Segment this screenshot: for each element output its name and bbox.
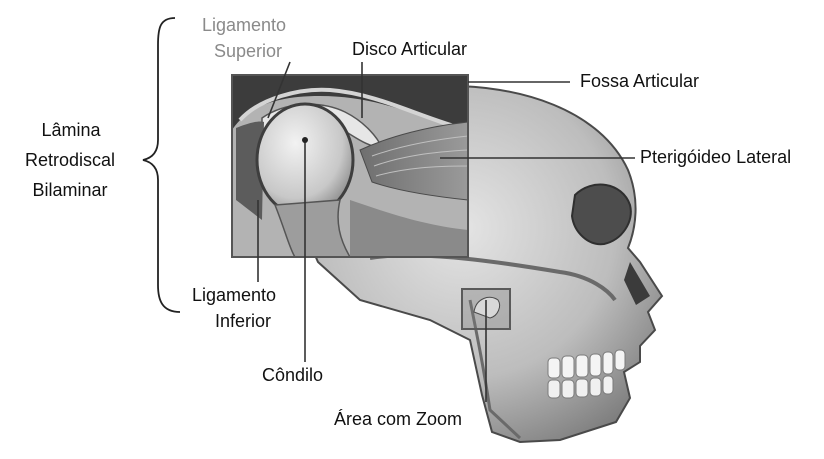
fossa-articular-label: Fossa Articular — [580, 70, 699, 92]
condilo-label: Côndilo — [262, 364, 323, 386]
lamina-label-line1: Lâmina — [28, 119, 114, 141]
ligamento-inferior-label-line2: Inferior — [204, 310, 282, 332]
lamina-label-line3: Bilaminar — [20, 179, 120, 201]
retrodiscal-brace — [143, 18, 180, 312]
zoom-inset — [232, 75, 468, 257]
pterigoideo-lateral-label: Pterigóideo Lateral — [640, 146, 791, 168]
lamina-label-line2: Retrodiscal — [14, 149, 126, 171]
area-com-zoom-label: Área com Zoom — [334, 408, 462, 430]
ligamento-superior-label-line2: Superior — [196, 40, 300, 62]
disco-articular-label: Disco Articular — [352, 38, 467, 60]
ligamento-superior-label-line1: Ligamento — [186, 14, 302, 36]
ligamento-inferior-label-line1: Ligamento — [176, 284, 292, 306]
condilo-dot — [302, 137, 308, 143]
